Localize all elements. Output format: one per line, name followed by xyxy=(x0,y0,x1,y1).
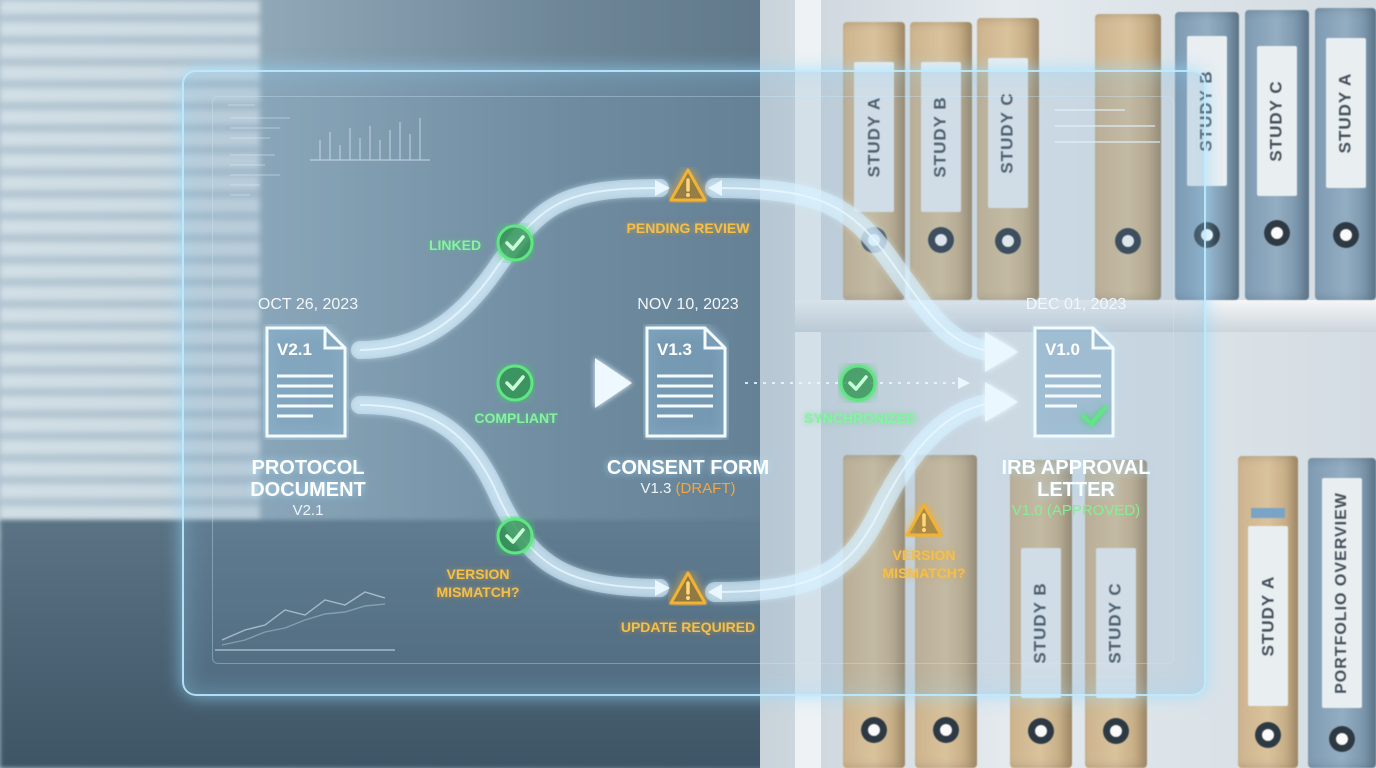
warning-icon xyxy=(669,571,707,605)
warning-icon xyxy=(905,503,943,537)
status-synchronized: SYNCHRONIZED xyxy=(803,410,916,426)
binder: STUDY A xyxy=(1315,8,1376,300)
status-compliant: COMPLIANT xyxy=(474,410,558,426)
protocol-date: OCT 26, 2023 xyxy=(257,296,359,313)
binder: STUDY A xyxy=(1238,456,1298,768)
binder xyxy=(1095,14,1161,300)
consent-date: NOV 10, 2023 xyxy=(637,296,739,313)
mini-text-widget xyxy=(228,104,290,196)
mini-line-chart-widget xyxy=(215,591,395,651)
check-icon xyxy=(496,224,534,262)
protocol-document-icon: V2.1 xyxy=(263,324,349,440)
consent-version-tag: V1.3 xyxy=(657,340,692,359)
consent-document-icon: V1.3 xyxy=(643,324,729,440)
consent-subtitle: V1.3 (DRAFT) xyxy=(640,480,736,497)
binder: STUDY C xyxy=(1085,460,1147,768)
status-update-required: UPDATE REQUIRED xyxy=(620,619,756,635)
check-icon xyxy=(496,517,534,555)
status-linked: LINKED xyxy=(428,237,482,253)
status-pending-review: PENDING REVIEW xyxy=(626,220,750,236)
irb-subtitle: V1.0 (APPROVED) xyxy=(1011,502,1141,519)
binder: STUDY B xyxy=(1010,460,1072,768)
hologram-panel-inner xyxy=(212,96,1174,664)
binder: STUDY B xyxy=(910,22,972,300)
binder: STUDY B xyxy=(1175,12,1239,300)
binder: STUDY C xyxy=(977,18,1039,300)
binder: STUDY C xyxy=(1245,10,1309,300)
background-desk xyxy=(0,520,800,768)
protocol-subtitle: V2.1 xyxy=(292,502,324,519)
protocol-version-tag: V2.1 xyxy=(277,340,312,359)
irb-version-tag: V1.0 xyxy=(1045,340,1080,359)
check-icon xyxy=(496,364,534,402)
mini-bar-chart-widget xyxy=(310,118,430,161)
background-window-blinds xyxy=(0,0,260,560)
binder: PORTFOLIO OVERVIEW xyxy=(1308,458,1376,768)
irb-date: DEC 01, 2023 xyxy=(1025,296,1127,313)
irb-document-icon: V1.0 xyxy=(1031,324,1117,440)
consent-title: CONSENT FORM xyxy=(606,457,770,479)
flow-arrow-top-left xyxy=(351,179,669,359)
mini-progress-widget xyxy=(1055,109,1160,143)
flow-arrow-top-right xyxy=(705,178,1010,362)
check-icon xyxy=(839,364,877,402)
warning-icon xyxy=(669,168,707,202)
